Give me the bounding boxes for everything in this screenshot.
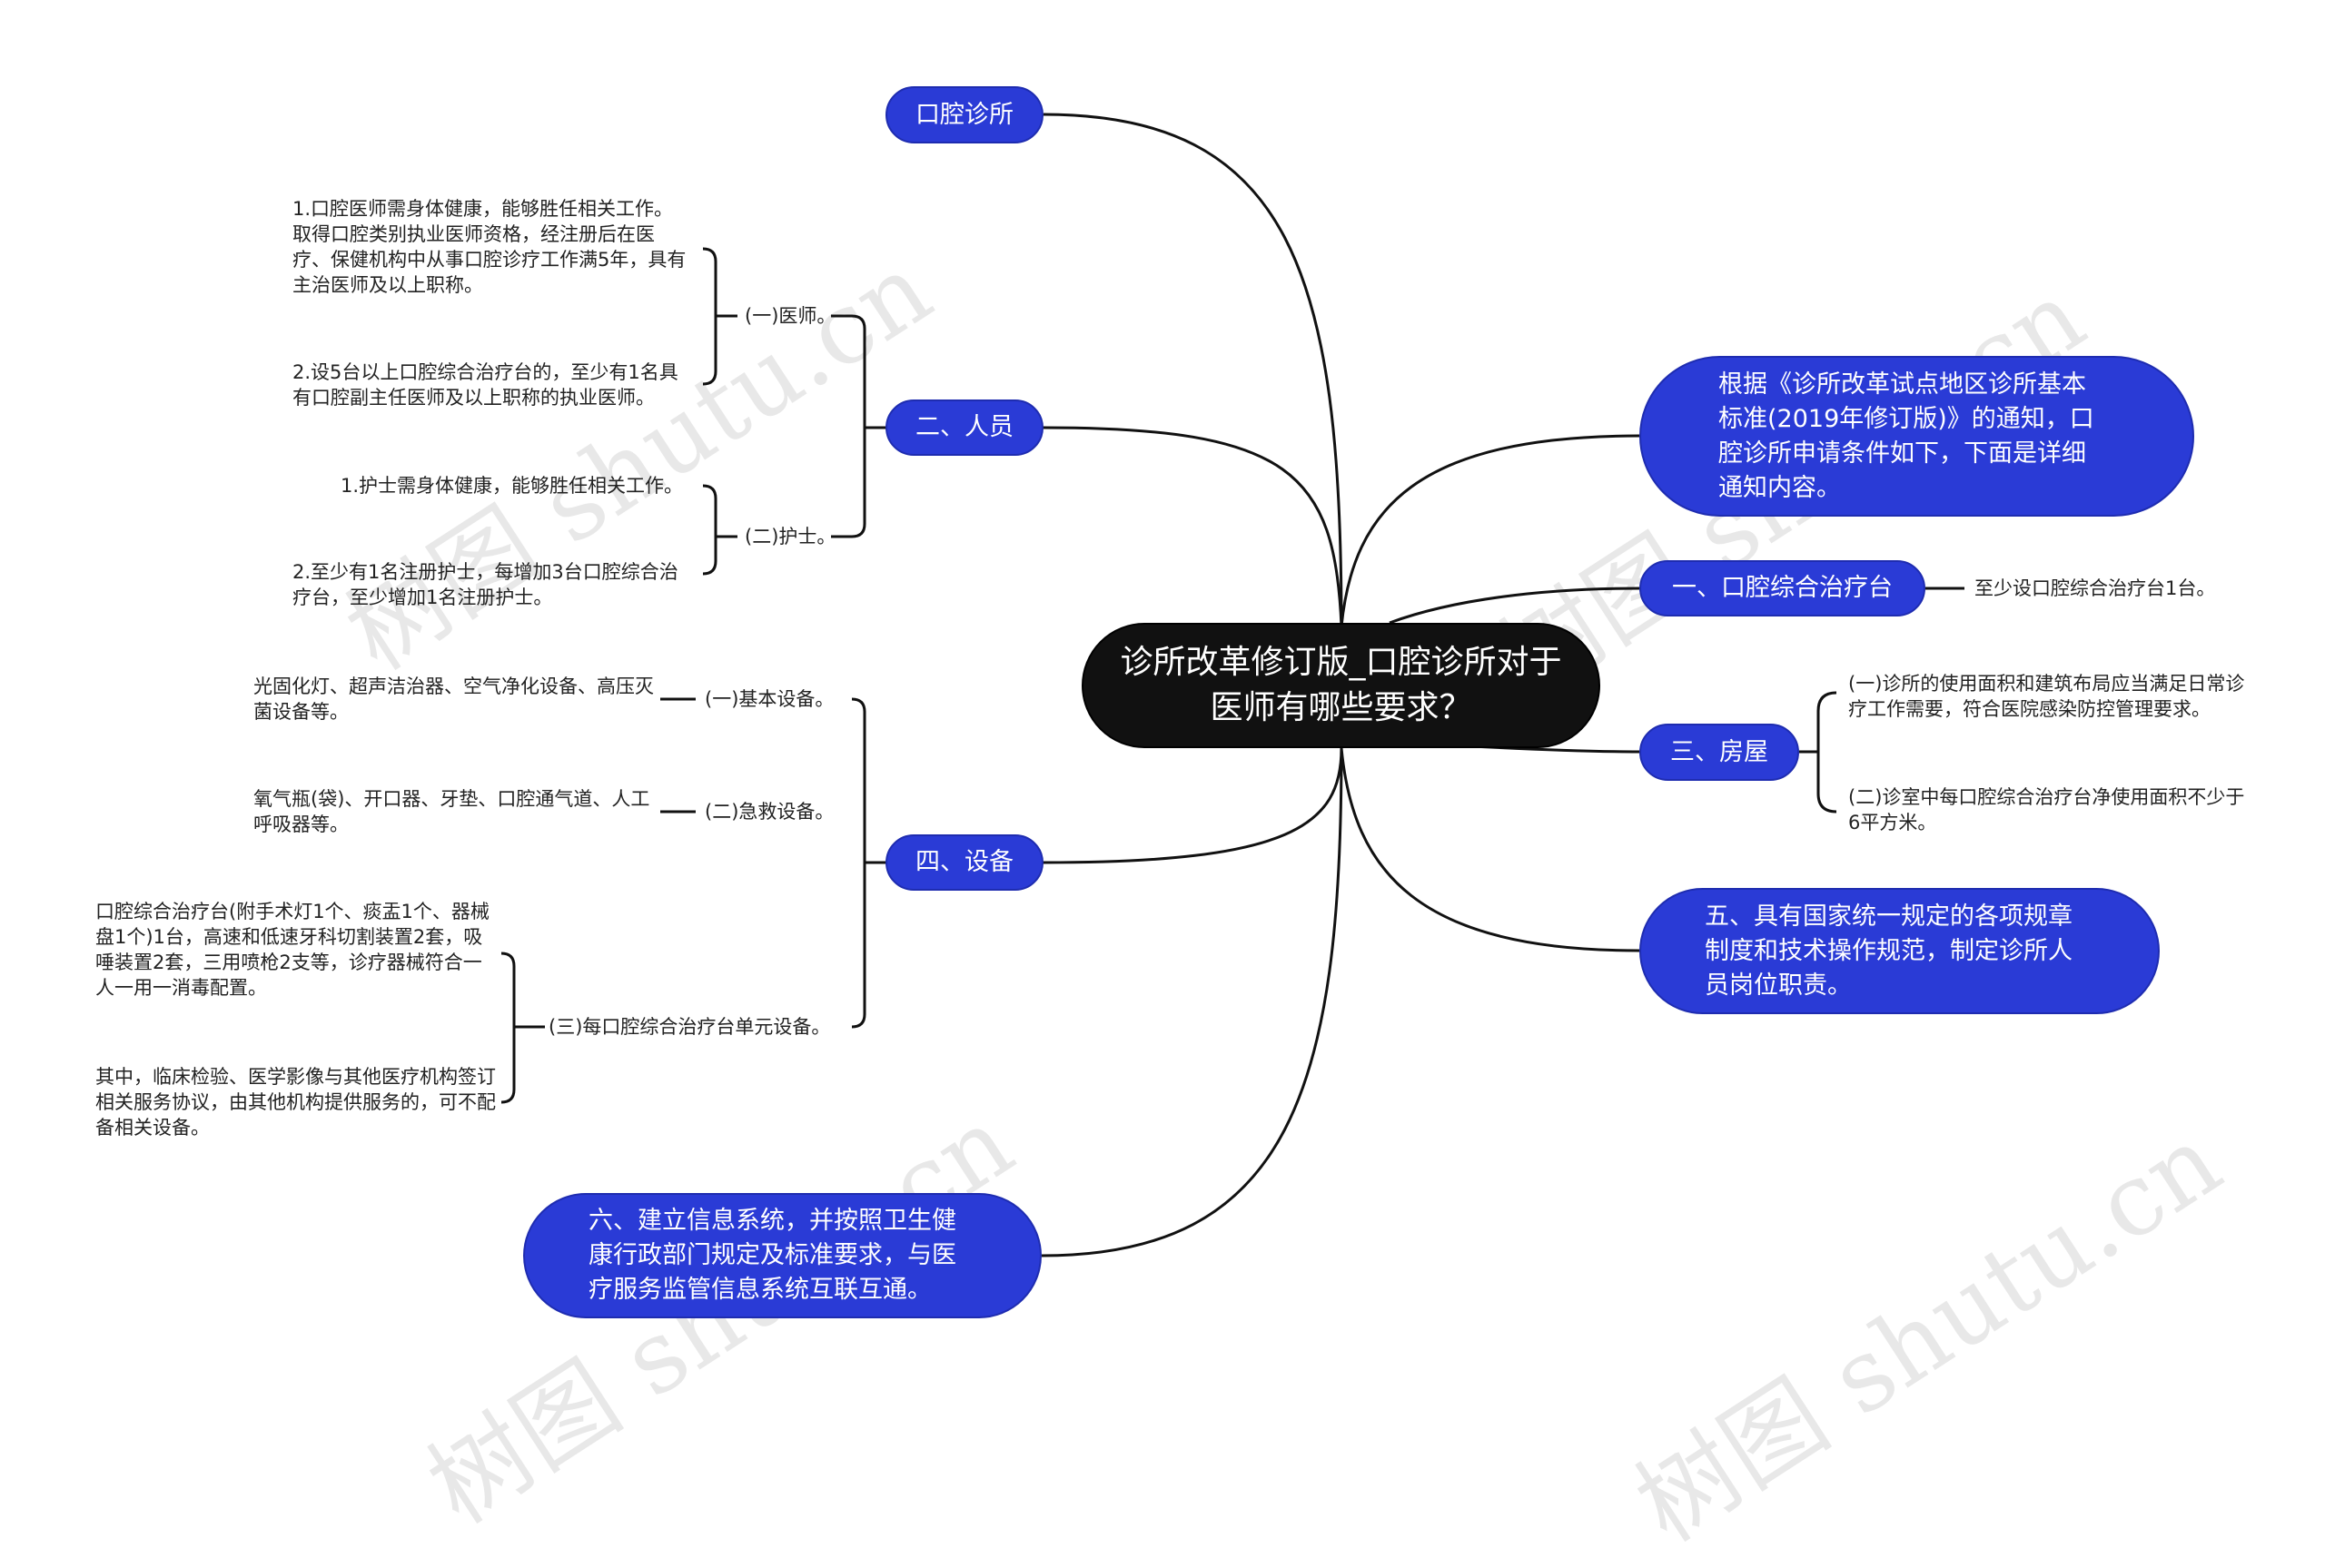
link-rules [1340,747,1640,952]
link-equipment [1043,747,1343,864]
node-clinic[interactable]: 口腔诊所 [885,86,1044,143]
unit-equipment-item[interactable]: 口腔综合治疗台(附手术灯1个、痰盂1个、器械盘1个)1台，高速和低速牙科切割装置… [95,901,490,999]
room-item[interactable]: (二)诊室中每口腔综合治疗台净使用面积不少于6平方米。 [1848,786,2245,833]
link-info [1041,747,1343,1257]
unit-equipment-label[interactable]: (三)每口腔综合治疗台单元设备。 [549,1016,831,1038]
doctor-label[interactable]: (一)医师。 [745,305,836,327]
nurse-item[interactable]: 1.护士需身体健康，能够胜任相关工作。 [340,475,683,497]
unit-equipment-item[interactable]: 其中，临床检验、医学影像与其他医疗机构签订相关服务协议，由其他机构提供服务的，可… [95,1066,496,1139]
node-equipment-label: 四、设备 [915,848,1014,876]
nurse-label[interactable]: (二)护士。 [745,526,836,547]
connector-lines [500,113,1964,1257]
doctor-item[interactable]: 2.设5台以上口腔综合治疗台的，至少有1名具有口腔副主任医师及以上职称的执业医师… [292,361,678,409]
node-rules-label: 五、具有国家统一规定的各项规章制度和技术操作规范，制定诊所人员岗位职责。 [1705,902,2073,1000]
node-staff[interactable]: 二、人员 [885,399,1044,456]
node-intro[interactable]: 根据《诊所改革试点地区诊所基本标准(2019年修订版)》的通知，口腔诊所申请条件… [1639,356,2194,517]
node-chair-label: 一、口腔综合治疗台 [1672,574,1893,602]
doctor-item[interactable]: 1.口腔医师需身体健康，能够胜任相关工作。取得口腔类别执业医师资格，经注册后在医… [292,198,687,296]
node-intro-label: 根据《诊所改革试点地区诊所基本标准(2019年修订版)》的通知，口腔诊所申请条件… [1718,370,2094,502]
link-staff [1043,426,1343,627]
node-rules[interactable]: 五、具有国家统一规定的各项规章制度和技术操作规范，制定诊所人员岗位职责。 [1639,888,2160,1014]
nurse-item[interactable]: 2.至少有1名注册护士，每增加3台口腔综合治疗台，至少增加1名注册护士。 [292,561,678,608]
node-room[interactable]: 三、房屋 [1639,724,1799,781]
link-intro [1340,434,1640,627]
central-topic[interactable]: 诊所改革修订版_口腔诊所对于医师有哪些要求？ [1082,623,1600,748]
node-info-label: 六、建立信息系统，并按照卫生健康行政部门规定及标准要求，与医疗服务监管信息系统互… [589,1207,956,1304]
node-equipment[interactable]: 四、设备 [885,834,1044,891]
node-staff-label: 二、人员 [915,413,1014,441]
node-chair[interactable]: 一、口腔综合治疗台 [1639,560,1925,616]
node-info[interactable]: 六、建立信息系统，并按照卫生健康行政部门规定及标准要求，与医疗服务监管信息系统互… [523,1193,1042,1318]
link-clinic [1043,113,1343,627]
central-topic-text: 诊所改革修订版_口腔诊所对于医师有哪些要求？ [1120,644,1562,726]
emergency-equipment-text[interactable]: 氧气瓶(袋)、开口器、牙垫、口腔通气道、人工呼吸器等。 [253,788,650,835]
link-chair [1389,587,1640,625]
basic-equipment-text[interactable]: 光固化灯、超声洁治器、空气净化设备、高压灭菌设备等。 [253,676,654,723]
node-room-label: 三、房屋 [1670,737,1768,766]
node-clinic-label: 口腔诊所 [915,100,1014,129]
room-item[interactable]: (一)诊所的使用面积和建筑布局应当满足日常诊疗工作需要，符合医院感染防控管理要求… [1848,673,2245,720]
emergency-equipment-label[interactable]: (二)急救设备。 [705,801,835,823]
basic-equipment-label[interactable]: (一)基本设备。 [705,688,835,710]
chair-text[interactable]: 至少设口腔综合治疗台1台。 [1974,577,2216,599]
